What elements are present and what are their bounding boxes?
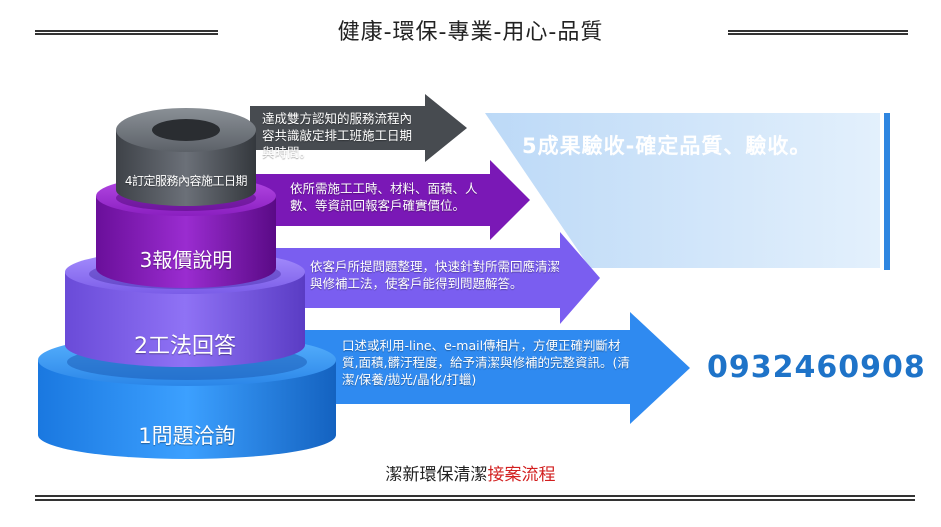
footer-title-highlight: 接案流程 xyxy=(488,465,556,485)
cylinder-step-4 xyxy=(116,108,256,206)
step-2-title: 2工法回答 xyxy=(65,328,305,360)
footer-title: 潔新環保清潔接案流程 xyxy=(0,460,941,485)
phone-number[interactable]: 0932460908 xyxy=(707,350,926,385)
step-4-label: 4訂定服務內容施工日期 xyxy=(116,172,256,189)
step-2-description: 依客戶所提問題整理，快速針對所需回應清潔與修補工法，使客戶能得到問題解答。 xyxy=(310,258,560,292)
result-box-accent xyxy=(884,113,890,270)
step-1-description: 口述或利用-line、e-mail傳相片，方便正確判斷材質,面積,髒汙程度，給予… xyxy=(342,337,632,388)
step-4-description: 達成雙方認知的服務流程內容共識敲定排工班施工日期與時間。 xyxy=(262,110,422,161)
step-3-title: 3報價說明 xyxy=(96,244,276,273)
step-3-description: 依所需施工工時、材料、面積、人數、等資訊回報客戶確實價位。 xyxy=(290,180,490,214)
footer-title-prefix: 潔新環保清潔 xyxy=(386,465,488,485)
step-5-result: 5成果驗收-確定品質、驗收。 xyxy=(522,130,811,160)
step-1-title: 1問題洽詢 xyxy=(38,420,336,450)
footer-rule xyxy=(35,495,915,501)
